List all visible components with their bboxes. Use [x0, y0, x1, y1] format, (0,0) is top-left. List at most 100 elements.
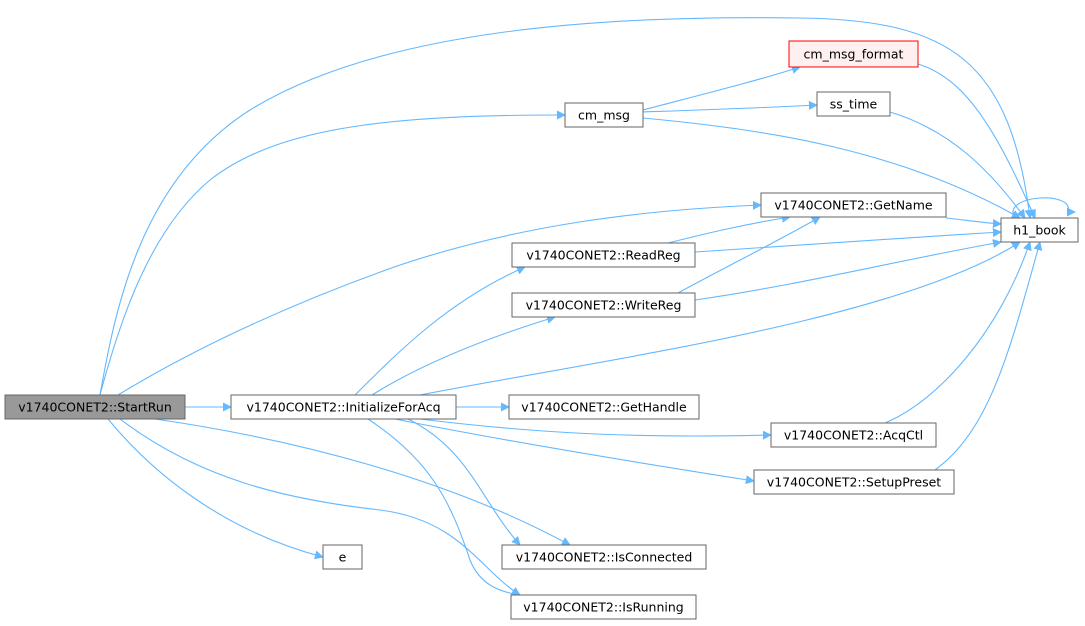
node-label: e — [339, 550, 347, 565]
edge-init-acq-to-is-connected — [407, 418, 521, 546]
edge-line — [419, 241, 1021, 396]
node-get-name[interactable]: v1740CONET2::GetName — [760, 192, 947, 218]
edge-start-run-to-is-connected — [154, 418, 571, 546]
edge-line — [642, 117, 1021, 219]
node-write-reg[interactable]: v1740CONET2::WriteReg — [511, 292, 696, 318]
edge-line — [884, 241, 1032, 424]
edge-acq-ctl-to-h1-book — [884, 241, 1032, 424]
edge-get-name-to-h1-book — [945, 217, 1002, 228]
edge-line — [119, 418, 521, 596]
node-h1-book[interactable]: h1_book — [1000, 217, 1079, 243]
node-box — [770, 422, 937, 448]
node-box — [753, 469, 955, 495]
node-box — [322, 544, 363, 570]
node-ss-time[interactable]: ss_time — [816, 91, 891, 117]
node-e[interactable]: e — [322, 544, 363, 570]
node-label: cm_msg_format — [804, 47, 904, 62]
edge-init-acq-to-write-reg — [371, 315, 556, 396]
edge-line — [677, 216, 821, 294]
edge-cm-msg-format-to-h1-book — [917, 63, 1036, 219]
node-is-connected[interactable]: v1740CONET2::IsConnected — [501, 544, 707, 570]
edge-line — [889, 111, 1026, 219]
node-is-running[interactable]: v1740CONET2::IsRunning — [510, 594, 697, 620]
node-get-handle[interactable]: v1740CONET2::GetHandle — [508, 394, 700, 420]
edge-line — [354, 266, 526, 396]
node-label: v1740CONET2::GetHandle — [521, 400, 687, 415]
edge-line — [154, 418, 571, 546]
edge-line — [694, 238, 1002, 301]
node-label: v1740CONET2::ReadReg — [526, 248, 680, 263]
node-box — [4, 394, 186, 420]
edge-line — [419, 418, 772, 440]
edge-line — [367, 418, 521, 599]
edge-line — [694, 227, 1002, 253]
edge-start-run-to-is-running — [119, 418, 521, 596]
edge-line — [407, 418, 521, 546]
node-label: v1740CONET2::InitializeForAcq — [246, 400, 440, 415]
node-box — [511, 242, 696, 268]
node-box — [1000, 217, 1079, 243]
edges-layer — [99, 17, 1076, 599]
edge-line — [371, 315, 556, 396]
node-label: cm_msg — [578, 108, 630, 123]
node-box — [230, 394, 457, 420]
node-box — [816, 91, 891, 117]
edge-line — [99, 17, 1034, 396]
edge-setup-preset-to-h1-book — [934, 241, 1043, 471]
edge-line — [107, 418, 324, 560]
node-box — [501, 544, 707, 570]
edge-cm-msg-to-ss-time — [642, 100, 818, 113]
edge-init-acq-to-read-reg — [354, 266, 526, 396]
edge-line — [117, 200, 762, 396]
node-box — [508, 394, 700, 420]
node-label: v1740CONET2::AcqCtl — [784, 428, 923, 443]
edge-line — [394, 418, 755, 485]
node-box — [511, 292, 696, 318]
edge-line — [1012, 197, 1076, 219]
edge-read-reg-to-h1-book — [694, 227, 1002, 253]
node-label: ss_time — [830, 97, 878, 112]
node-acq-ctl[interactable]: v1740CONET2::AcqCtl — [770, 422, 937, 448]
node-setup-preset[interactable]: v1740CONET2::SetupPreset — [753, 469, 955, 495]
nodes-layer: v1740CONET2::StartRun v1740CONET2::Initia… — [4, 40, 1079, 620]
edge-init-acq-to-acq-ctl — [419, 418, 772, 440]
edge-init-acq-to-is-running — [367, 418, 521, 599]
node-start-run[interactable]: v1740CONET2::StartRun — [4, 394, 186, 420]
node-read-reg[interactable]: v1740CONET2::ReadReg — [511, 242, 696, 268]
edge-h1-book-to-h1-book — [1012, 197, 1076, 219]
edge-write-reg-to-get-name — [677, 216, 821, 294]
node-cm-msg[interactable]: cm_msg — [564, 102, 644, 128]
edge-line — [667, 213, 791, 244]
edge-init-acq-to-setup-preset — [394, 418, 755, 485]
edge-ss-time-to-h1-book — [889, 111, 1026, 219]
node-label: v1740CONET2::SetupPreset — [767, 475, 941, 490]
node-label: h1_book — [1013, 223, 1066, 238]
edge-start-run-to-get-name — [117, 200, 762, 396]
node-label: v1740CONET2::IsRunning — [523, 600, 683, 615]
edge-cm-msg-to-h1-book — [642, 117, 1021, 219]
node-box — [510, 594, 697, 620]
edge-line — [934, 241, 1043, 471]
edge-start-run-to-e — [107, 418, 324, 560]
edge-write-reg-to-h1-book — [694, 238, 1002, 301]
edge-line — [99, 110, 566, 396]
edge-cm-msg-to-cm-msg-format — [642, 65, 801, 111]
edge-start-run-to-h1-book — [99, 17, 1034, 396]
edge-line — [917, 63, 1036, 219]
node-label: v1740CONET2::IsConnected — [516, 550, 693, 565]
edge-init-acq-to-h1-book — [419, 241, 1021, 396]
node-box — [760, 192, 947, 218]
edge-read-reg-to-get-name — [667, 213, 791, 244]
node-init-acq[interactable]: v1740CONET2::InitializeForAcq — [230, 394, 457, 420]
edge-line — [945, 217, 1002, 228]
node-label: v1740CONET2::GetName — [774, 198, 933, 213]
edge-line — [642, 65, 801, 111]
edge-start-run-to-cm-msg — [99, 110, 566, 396]
node-cm-msg-format[interactable]: cm_msg_format — [788, 40, 919, 68]
node-box — [564, 102, 644, 128]
edge-line — [642, 100, 818, 113]
node-label: v1740CONET2::WriteReg — [526, 298, 682, 313]
node-label: v1740CONET2::StartRun — [18, 400, 172, 415]
node-box — [788, 40, 919, 68]
